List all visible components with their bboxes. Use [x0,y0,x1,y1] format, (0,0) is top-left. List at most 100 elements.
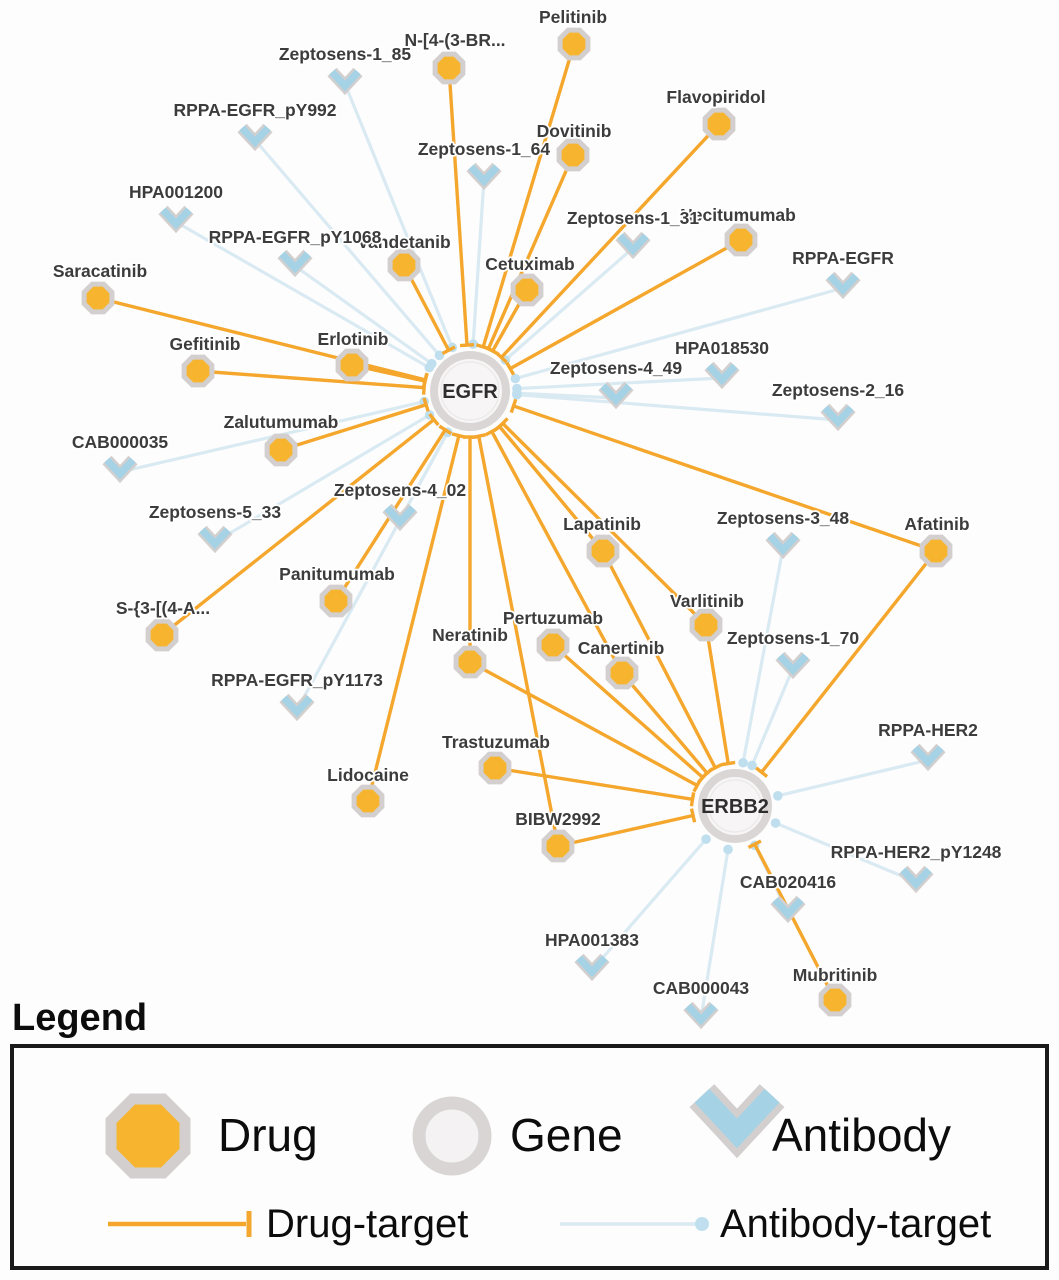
drug-node[interactable] [335,348,369,382]
drug-node[interactable] [387,248,421,282]
drug-node[interactable] [586,534,620,568]
node-label: Mubritinib [793,965,878,985]
node-label: RPPA-EGFR_pY992 [173,100,336,120]
drug-target-edge [486,154,575,350]
antibody-node[interactable] [820,403,856,432]
node-label: Afatinib [904,514,969,534]
antibody-chevron-icon [239,125,271,148]
antibody-node[interactable] [279,693,315,722]
antibody-node[interactable] [158,205,194,234]
antibody-node[interactable] [615,231,651,260]
drug-octagon-icon [724,223,758,257]
antibody-target-edge [214,413,431,544]
node-label: Panitumumab [279,564,395,584]
drug-edge-tee [438,424,453,435]
antibody-node[interactable] [237,123,273,152]
drug-octagon-icon [557,27,591,61]
antibody-node[interactable] [910,743,946,772]
gene-circle-icon [430,351,510,431]
legend-antibody-target-label: Antibody-target [720,1202,991,1246]
drug-target-edge [469,660,699,787]
node-label: Canertinib [578,638,665,658]
drug-node[interactable] [510,273,544,307]
drug-node[interactable] [605,656,639,690]
drug-edge-tee [422,397,430,412]
drug-node[interactable] [556,138,590,172]
drug-node[interactable] [264,433,298,467]
drug-node[interactable] [319,584,353,618]
antibody-node[interactable] [574,953,610,982]
drug-node[interactable] [919,534,953,568]
drug-edge-tee [509,398,518,414]
antibody-node[interactable] [102,455,138,484]
drug-node[interactable] [557,27,591,61]
drug-node[interactable] [478,751,512,785]
antibody-node[interactable] [770,895,806,924]
gene-label: ERBB2 [701,796,769,818]
drug-node[interactable] [724,223,758,257]
drug-target-edge [557,813,694,848]
drug-target-edge [447,67,469,346]
antibody-node[interactable] [598,381,634,410]
drug-edge-tee [471,433,486,440]
antibody-target-edge [590,838,708,972]
node-label: BIBW2992 [515,809,601,829]
antibody-node[interactable] [825,271,861,300]
antibody-node[interactable] [898,865,934,894]
drug-node[interactable] [536,628,570,662]
antibody-chevron-icon [772,897,804,920]
antibody-node[interactable] [765,531,801,560]
drug-octagon-icon [335,348,369,382]
drug-node[interactable] [351,784,385,818]
drug-node[interactable] [81,281,115,315]
antibody-chevron-icon [827,273,859,296]
node-label: CAB000035 [72,432,169,452]
node-label: HPA018530 [675,338,769,358]
node-label: HPA001383 [545,930,639,950]
node-label: Varlitinib [670,591,744,611]
drug-node[interactable] [702,107,736,141]
antibody-chevron-icon [199,527,231,550]
drug-node[interactable] [453,645,487,679]
drug-octagon-icon [541,829,575,863]
drug-octagon-icon [387,248,421,282]
gene-circle-icon [698,769,772,843]
drug-node[interactable] [145,618,179,652]
drug-node[interactable] [181,354,215,388]
antibody-node[interactable] [683,1001,719,1030]
antibody-edge-dot [738,757,748,768]
antibody-node[interactable] [327,67,363,96]
drug-target-edge [704,624,730,764]
node-label: Pertuzumab [503,608,603,628]
drug-node[interactable] [432,51,466,85]
node-label: Zeptosens-1_31 [567,208,700,228]
gene-node[interactable]: EGFR [430,351,510,431]
antibody-node[interactable] [466,162,502,191]
drug-octagon-icon [432,51,466,85]
drug-node[interactable] [541,829,575,863]
antibody-node[interactable] [704,361,740,390]
antibody-edge-dot [773,790,783,801]
drug-node[interactable] [689,608,723,642]
antibody-target-edge [516,391,617,400]
antibody-chevron-icon [900,867,932,890]
antibody-node[interactable] [382,503,418,532]
drug-edge-tee [689,808,697,823]
antibody-node[interactable] [277,249,313,278]
antibody-edge-dot [770,818,781,828]
antibody-target-edge [750,667,795,767]
antibody-edge-dot [701,834,711,844]
node-label: N-[4-(3-BR... [404,30,505,50]
antibody-target-edge [175,220,431,369]
antibody-node[interactable] [775,651,811,680]
drug-target-edge [620,671,709,775]
gene-node[interactable]: ERBB2 [698,769,772,843]
drug-target-edge [753,843,837,1001]
node-label: Trastuzumab [442,732,550,752]
node-label: Neratinib [432,625,508,645]
drug-target-edge [481,43,576,348]
antibody-node[interactable] [197,525,233,554]
drug-node[interactable] [818,983,852,1017]
